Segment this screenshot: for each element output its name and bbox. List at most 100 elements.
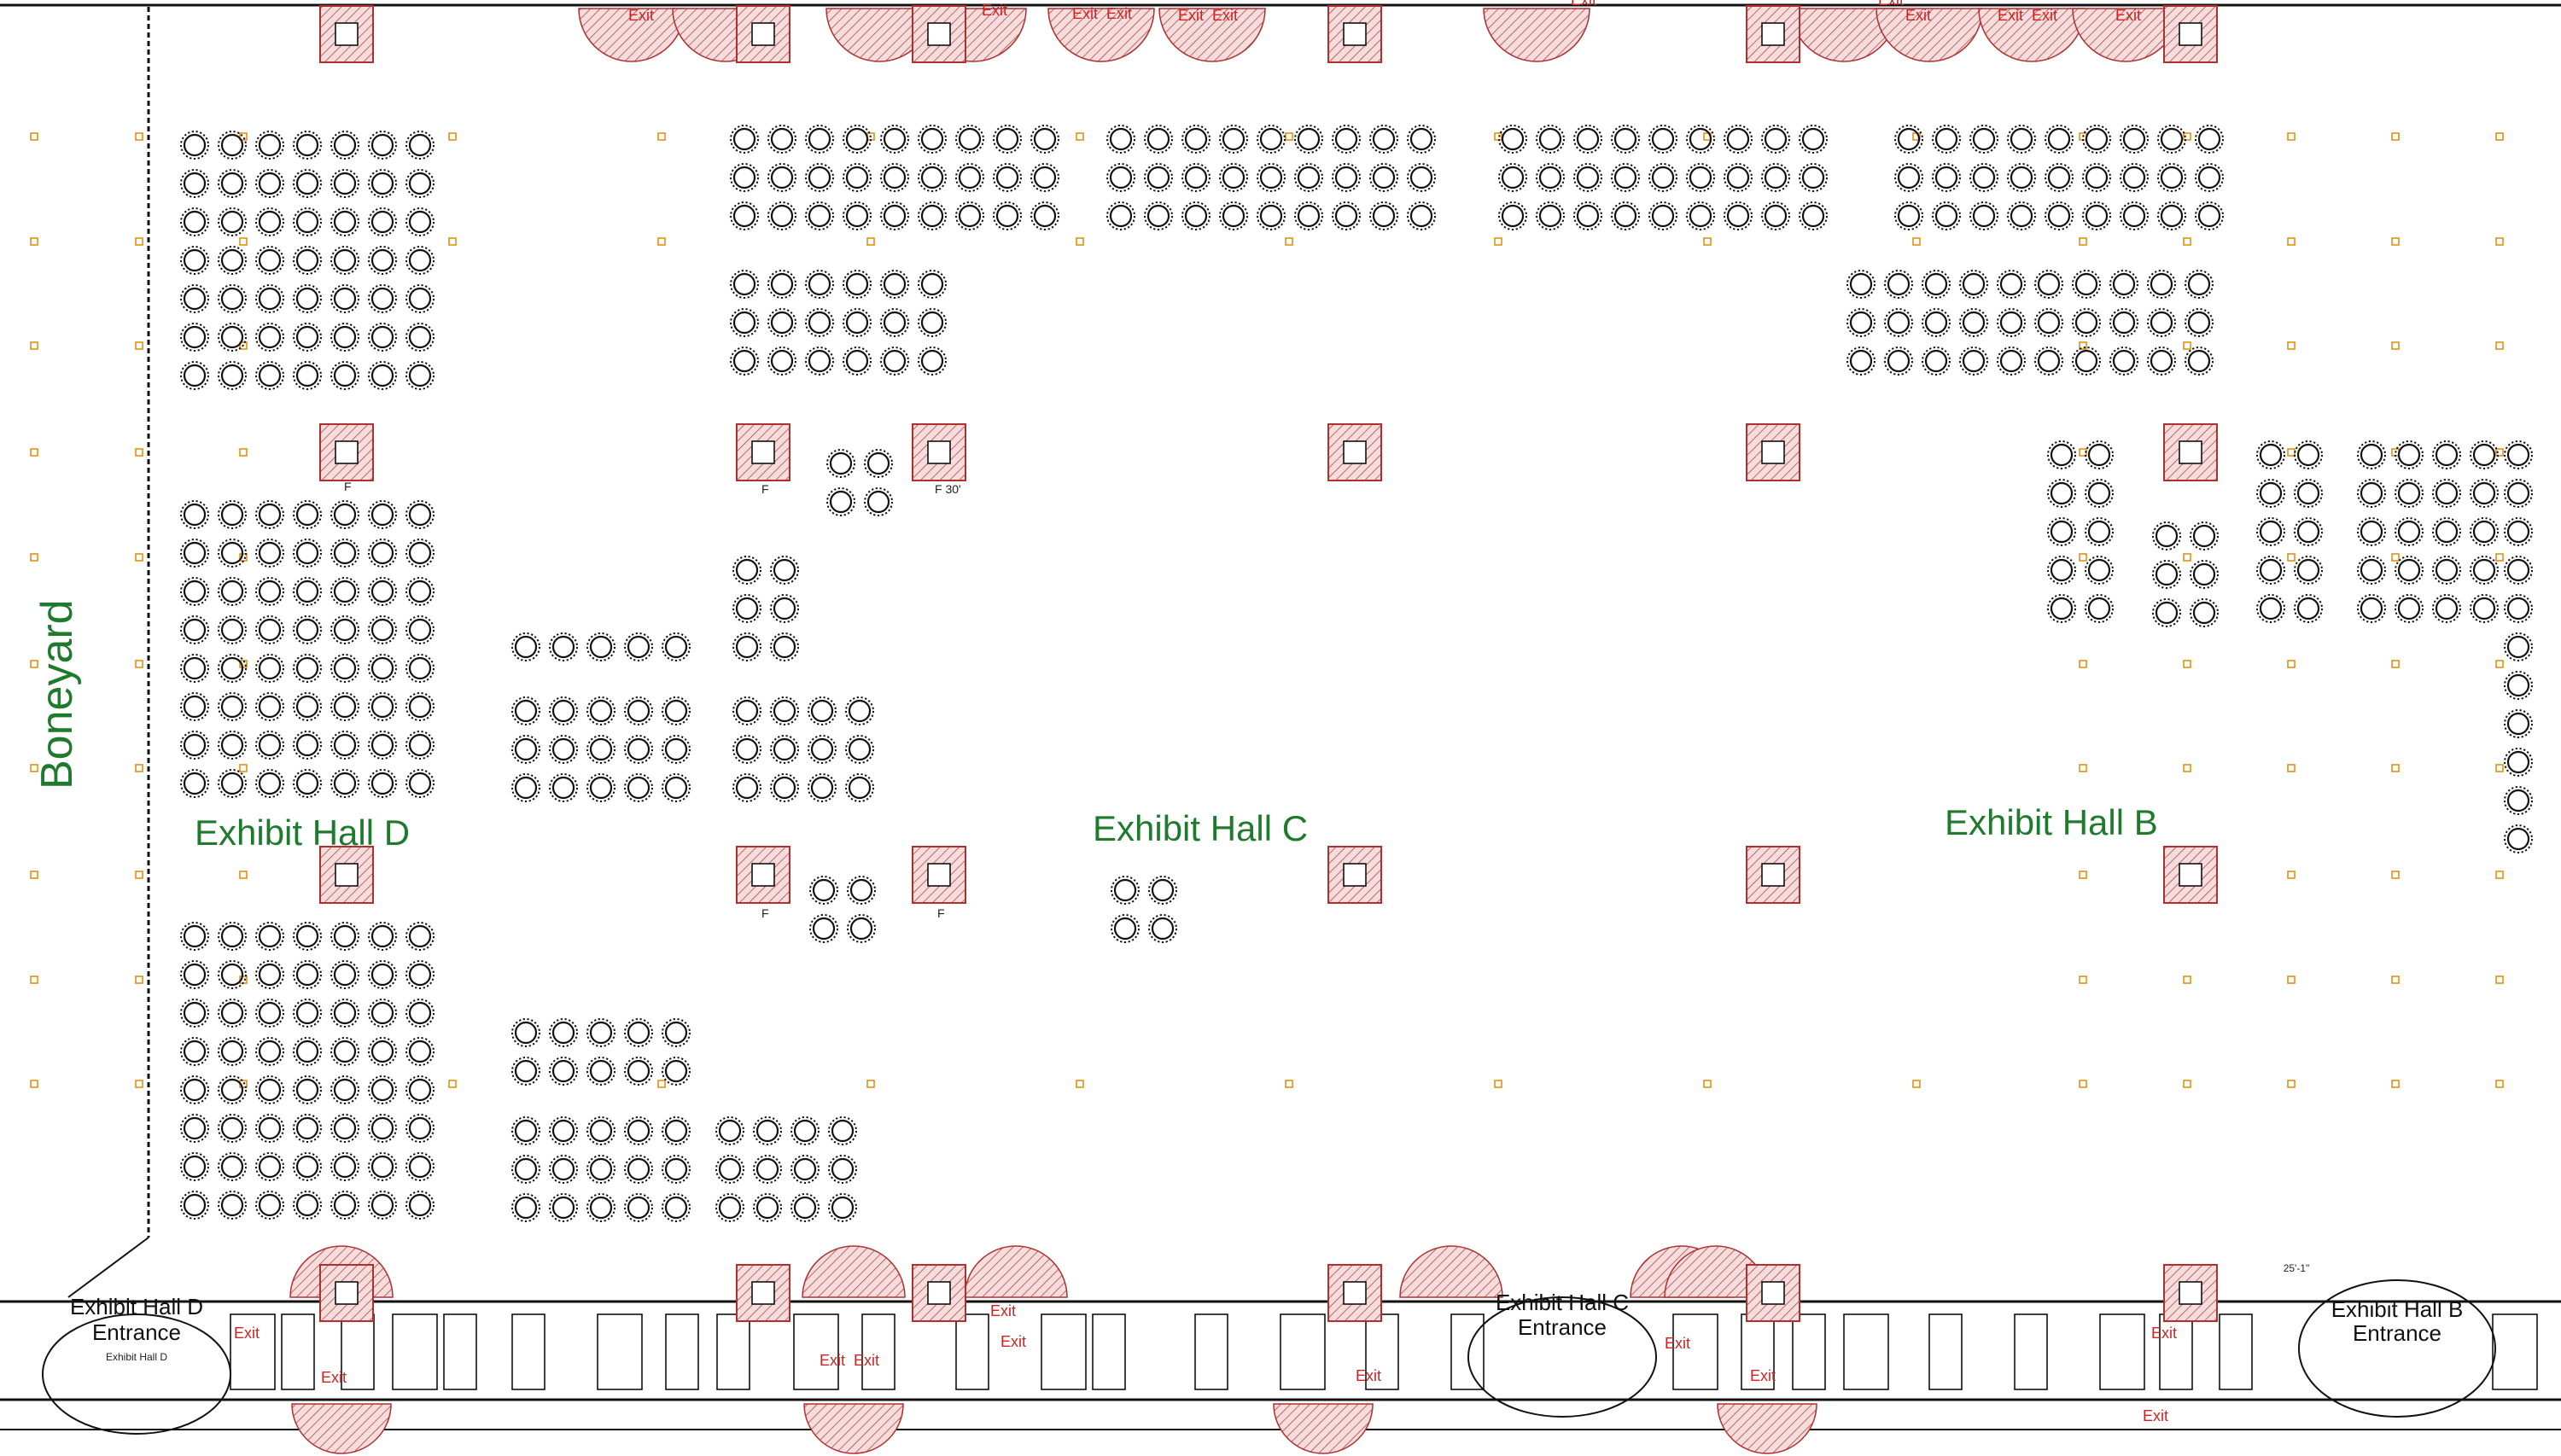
banquet-table[interactable] — [1030, 201, 1060, 231]
banquet-table[interactable] — [405, 168, 435, 199]
banquet-table[interactable] — [1368, 162, 1399, 193]
banquet-table[interactable] — [367, 168, 398, 199]
banquet-table[interactable] — [254, 691, 285, 722]
banquet-table[interactable] — [2044, 162, 2074, 193]
banquet-table[interactable] — [254, 130, 285, 160]
banquet-table[interactable] — [367, 730, 398, 760]
banquet-table[interactable] — [1846, 307, 1876, 338]
banquet-table[interactable] — [179, 1075, 210, 1105]
banquet-table[interactable] — [1921, 307, 1951, 338]
banquet-table[interactable] — [2044, 124, 2074, 154]
banquet-table[interactable] — [879, 307, 910, 338]
banquet-table[interactable] — [217, 499, 248, 530]
banquet-table[interactable] — [2084, 478, 2115, 509]
banquet-table[interactable] — [217, 959, 248, 990]
banquet-table[interactable] — [842, 124, 872, 154]
banquet-table[interactable] — [1996, 346, 2027, 376]
banquet-table[interactable] — [715, 1154, 745, 1185]
banquet-table[interactable] — [623, 1192, 654, 1223]
banquet-table[interactable] — [292, 691, 323, 722]
banquet-table[interactable] — [1958, 269, 1989, 300]
banquet-table[interactable] — [405, 730, 435, 760]
banquet-table[interactable] — [330, 538, 360, 568]
banquet-table[interactable] — [661, 696, 691, 726]
banquet-table[interactable] — [1406, 162, 1437, 193]
banquet-table[interactable] — [217, 322, 248, 352]
banquet-table[interactable] — [715, 1115, 745, 1146]
banquet-table[interactable] — [217, 130, 248, 160]
banquet-table[interactable] — [510, 1115, 541, 1146]
banquet-table[interactable] — [217, 691, 248, 722]
banquet-table[interactable] — [292, 538, 323, 568]
banquet-table[interactable] — [661, 1017, 691, 1048]
banquet-table[interactable] — [179, 1036, 210, 1067]
banquet-table[interactable] — [405, 360, 435, 391]
banquet-table[interactable] — [510, 772, 541, 803]
banquet-table[interactable] — [330, 921, 360, 952]
banquet-table[interactable] — [179, 538, 210, 568]
banquet-table[interactable] — [846, 913, 877, 944]
banquet-table[interactable] — [2431, 440, 2462, 470]
banquet-table[interactable] — [330, 768, 360, 799]
banquet-table[interactable] — [2071, 346, 2102, 376]
banquet-table[interactable] — [548, 734, 579, 765]
banquet-table[interactable] — [661, 772, 691, 803]
banquet-table[interactable] — [2151, 597, 2182, 628]
banquet-table[interactable] — [752, 1154, 783, 1185]
banquet-table[interactable] — [992, 162, 1023, 193]
banquet-table[interactable] — [623, 1154, 654, 1185]
banquet-table[interactable] — [623, 772, 654, 803]
banquet-table[interactable] — [367, 768, 398, 799]
banquet-table[interactable] — [586, 1192, 616, 1223]
banquet-table[interactable] — [2255, 440, 2286, 470]
banquet-table[interactable] — [879, 346, 910, 376]
banquet-table[interactable] — [367, 921, 398, 952]
banquet-table[interactable] — [2431, 555, 2462, 585]
banquet-table[interactable] — [1110, 875, 1140, 906]
banquet-table[interactable] — [179, 499, 210, 530]
banquet-table[interactable] — [405, 499, 435, 530]
banquet-table[interactable] — [2255, 555, 2286, 585]
banquet-table[interactable] — [330, 998, 360, 1028]
banquet-table[interactable] — [548, 632, 579, 662]
banquet-table[interactable] — [510, 734, 541, 765]
banquet-table[interactable] — [367, 283, 398, 314]
banquet-table[interactable] — [2469, 516, 2500, 547]
banquet-table[interactable] — [844, 772, 875, 803]
banquet-table[interactable] — [179, 730, 210, 760]
banquet-table[interactable] — [2189, 559, 2220, 590]
banquet-table[interactable] — [254, 959, 285, 990]
banquet-table[interactable] — [2046, 593, 2077, 624]
banquet-table[interactable] — [2194, 162, 2225, 193]
banquet-table[interactable] — [2394, 593, 2424, 624]
banquet-table[interactable] — [2146, 346, 2177, 376]
banquet-table[interactable] — [1893, 162, 1924, 193]
banquet-table[interactable] — [2081, 124, 2112, 154]
banquet-table[interactable] — [954, 124, 985, 154]
banquet-table[interactable] — [254, 614, 285, 645]
banquet-table[interactable] — [330, 499, 360, 530]
banquet-table[interactable] — [405, 130, 435, 160]
banquet-table[interactable] — [1218, 201, 1249, 231]
banquet-table[interactable] — [1931, 162, 1962, 193]
banquet-table[interactable] — [367, 499, 398, 530]
banquet-table[interactable] — [2146, 269, 2177, 300]
banquet-table[interactable] — [2156, 162, 2187, 193]
banquet-table[interactable] — [863, 448, 894, 479]
banquet-table[interactable] — [1760, 124, 1791, 154]
banquet-table[interactable] — [790, 1154, 820, 1185]
banquet-table[interactable] — [2431, 516, 2462, 547]
banquet-table[interactable] — [405, 921, 435, 952]
banquet-table[interactable] — [827, 1192, 858, 1223]
banquet-table[interactable] — [623, 734, 654, 765]
banquet-table[interactable] — [732, 772, 762, 803]
banquet-table[interactable] — [623, 632, 654, 662]
banquet-table[interactable] — [254, 921, 285, 952]
banquet-table[interactable] — [2503, 516, 2534, 547]
banquet-table[interactable] — [661, 734, 691, 765]
banquet-table[interactable] — [2146, 307, 2177, 338]
banquet-table[interactable] — [769, 696, 800, 726]
banquet-table[interactable] — [825, 448, 856, 479]
banquet-table[interactable] — [1893, 201, 1924, 231]
banquet-table[interactable] — [1723, 162, 1753, 193]
